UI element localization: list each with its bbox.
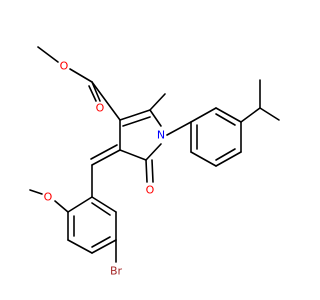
bond-vinyl-double xyxy=(90,144,118,160)
bond-phenyl-b xyxy=(215,107,242,123)
atom-label-O4: O xyxy=(44,191,53,204)
bond-carbonyl-carbon xyxy=(91,81,101,102)
bond-ring-methyl xyxy=(149,93,166,111)
bond-ring-n-c5 xyxy=(145,143,162,161)
bond-lactam-carbonyl-double xyxy=(151,159,154,183)
bond-n-aryl xyxy=(166,121,192,136)
atom-label-O2: O xyxy=(96,102,105,115)
atom-label-Br: Br xyxy=(110,265,123,278)
bond-aryl-inner-3 xyxy=(91,202,111,216)
bond-aryl-d xyxy=(91,239,117,254)
bonds xyxy=(29,46,280,263)
bond-isopropyl xyxy=(240,107,261,123)
bond-phenyl-inner-2 xyxy=(215,148,236,161)
bond-phenyl-d xyxy=(215,151,242,167)
structure-canvas: O O N O O Br xyxy=(29,46,280,278)
bond-lactam-carbonyl xyxy=(145,159,148,183)
bond-methoxy-methyl xyxy=(37,46,59,63)
molecule-structure: O O N O O Br xyxy=(29,46,280,278)
atom-labels: O O N O O Br xyxy=(44,60,165,278)
bond-phenyl-inner-1 xyxy=(215,113,236,126)
bond-ester-ring xyxy=(91,81,121,121)
bond-ring-c3-c2-double xyxy=(122,116,151,127)
bond-aryl-methoxy-methyl xyxy=(29,189,43,195)
bond-phenyl-e xyxy=(190,151,217,167)
bond-carbonyl-double xyxy=(88,85,97,102)
bond-aryl-a xyxy=(67,196,93,213)
bond-aryl-inner-2 xyxy=(91,236,111,248)
bond-phenyl-a xyxy=(190,107,217,123)
bond-isopropyl-methyl-a xyxy=(259,107,280,121)
atom-label-N: N xyxy=(157,129,165,142)
bond-ester-o xyxy=(69,68,93,83)
bond-aryl-c xyxy=(67,239,93,254)
bond-aryl-methoxy-o xyxy=(54,200,69,213)
bond-ring-c2-n xyxy=(149,109,162,127)
atom-label-O3: O xyxy=(146,184,155,197)
atom-label-O1: O xyxy=(60,60,69,73)
bond-aryl-f xyxy=(91,196,117,213)
bond-vinyl xyxy=(91,149,121,166)
bond-ring-c3-c2 xyxy=(119,109,151,121)
bond-ring-c5-c4 xyxy=(119,149,147,161)
